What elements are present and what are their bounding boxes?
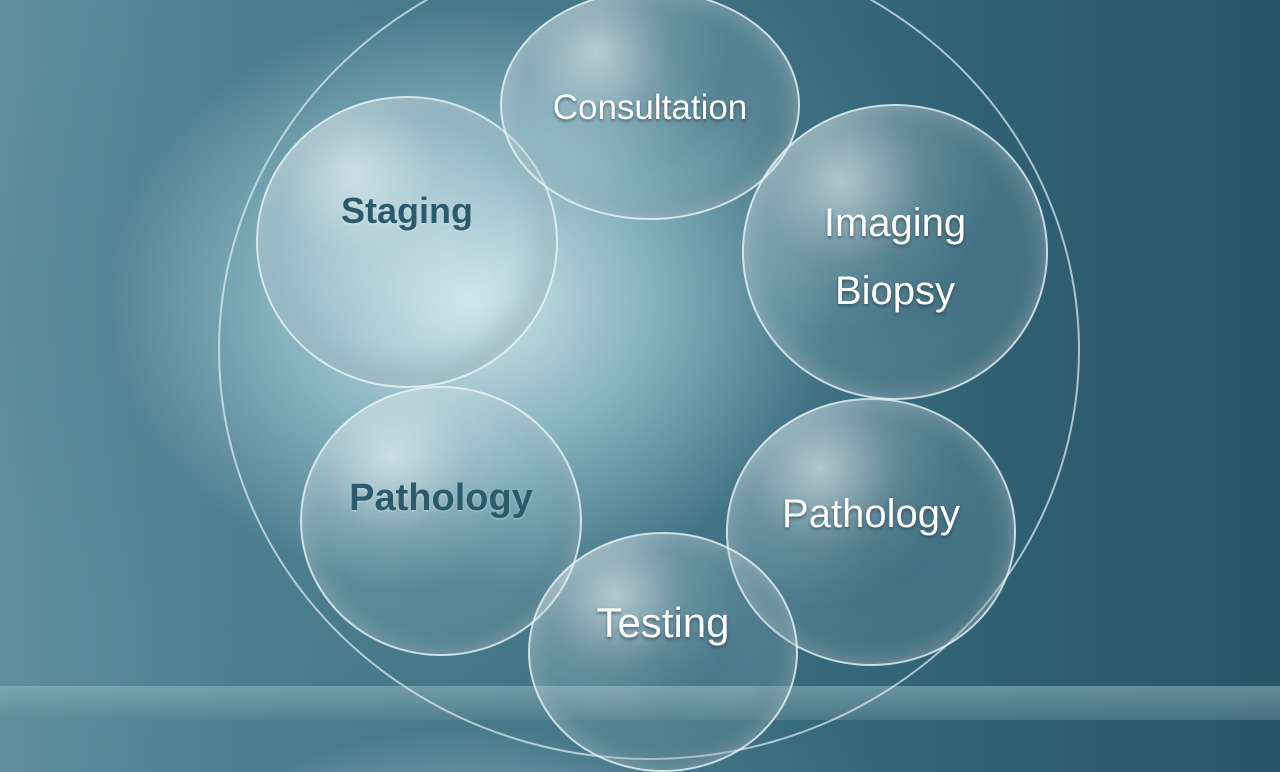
bubble-staging: Staging bbox=[256, 96, 558, 388]
consultation-label: Consultation bbox=[552, 88, 748, 127]
bubble-consultation: Consultation bbox=[500, 0, 800, 220]
imaging-label: Imaging bbox=[823, 201, 967, 245]
biopsy-label: Biopsy bbox=[834, 269, 956, 313]
bubble-pathology-left: Pathology bbox=[300, 386, 582, 656]
bubble-imaging-biopsy: Imaging Biopsy bbox=[742, 104, 1048, 400]
staging-label: Staging bbox=[341, 190, 473, 232]
testing-label: Testing bbox=[596, 598, 730, 646]
bubble-testing: Testing bbox=[528, 532, 798, 772]
pathology-right-label: Pathology bbox=[782, 492, 960, 536]
pathology-left-label: Pathology bbox=[349, 477, 533, 520]
